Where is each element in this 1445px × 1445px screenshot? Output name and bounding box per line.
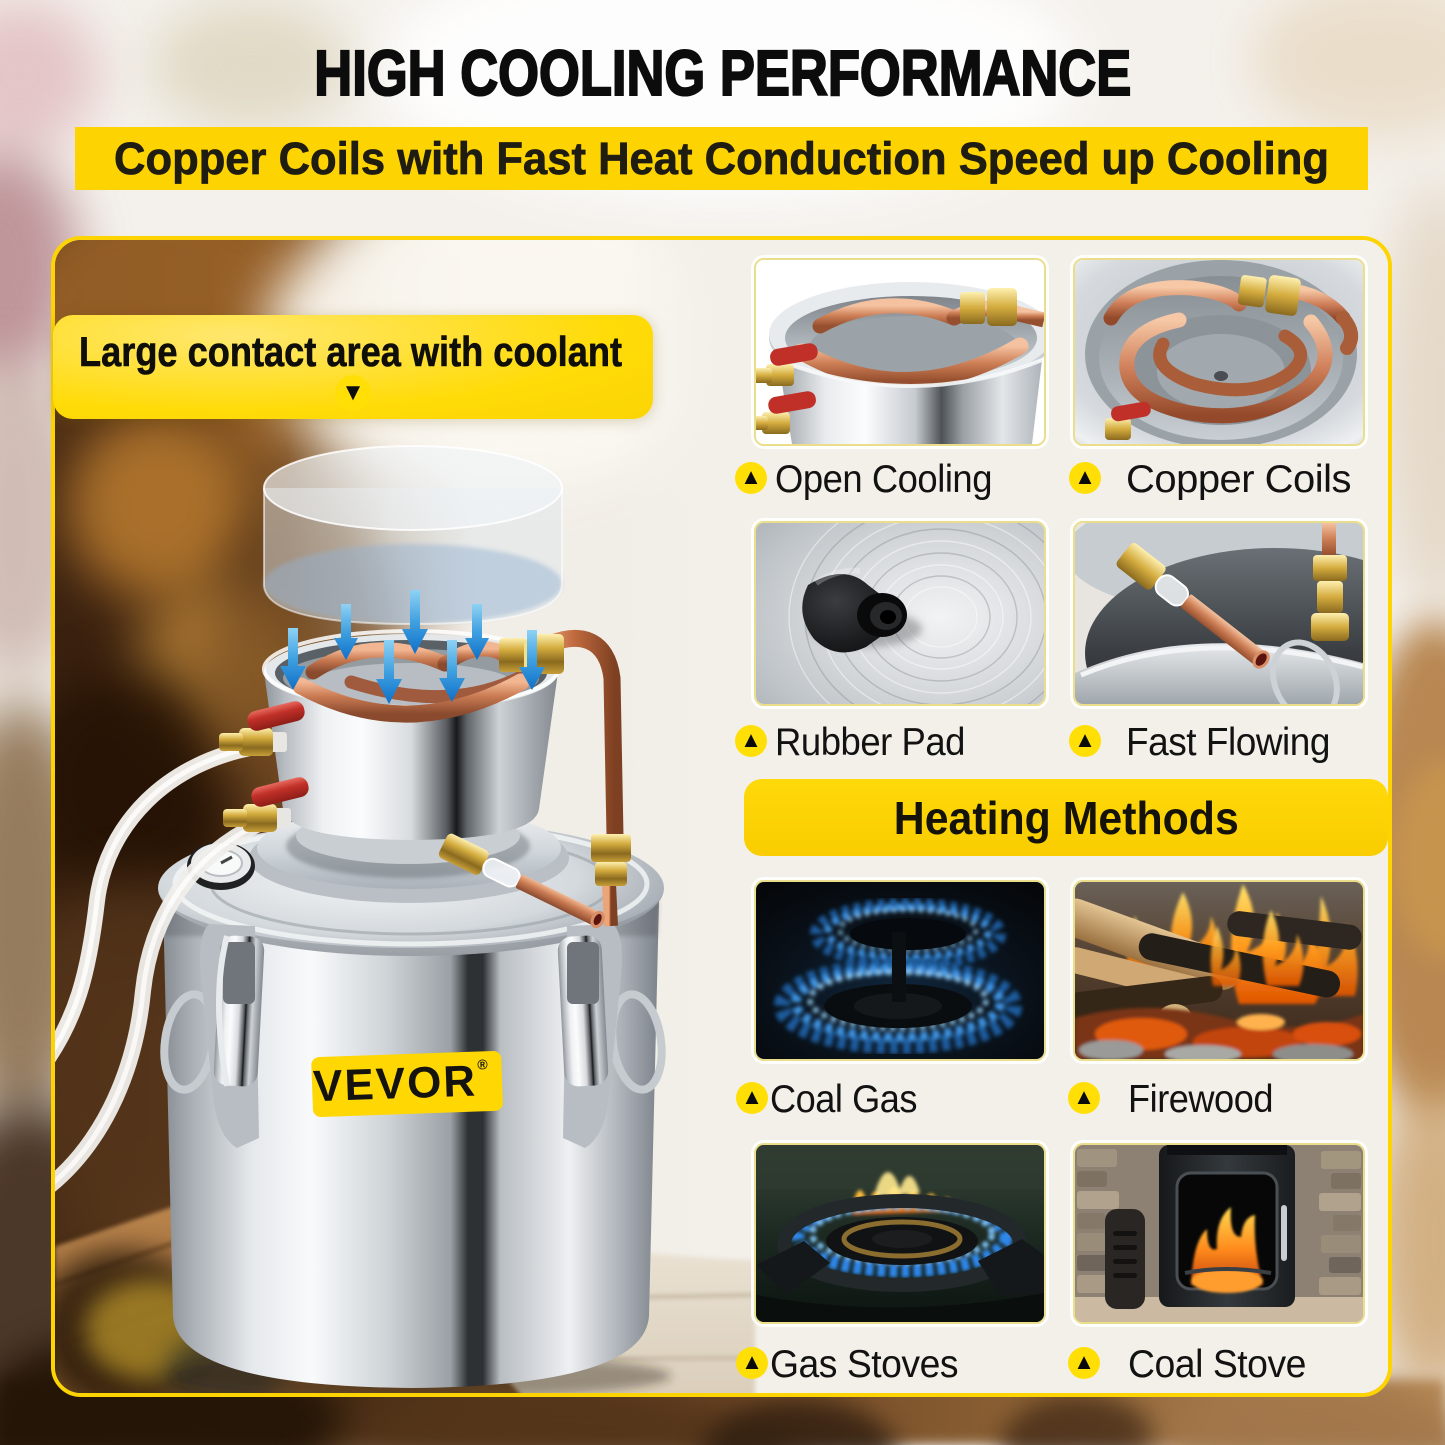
heating-photo-coal-stove (1073, 1143, 1365, 1324)
triangle-up-icon: ▲ (735, 462, 767, 494)
heating-photo-gas-stoves (754, 1143, 1046, 1324)
feature-label-text: Copper Coils (1126, 457, 1352, 501)
log-holder (1105, 1209, 1145, 1309)
coal-stove-photo (1075, 1145, 1363, 1322)
heating-label-coal-gas: ▲ Coal Gas (736, 1075, 929, 1121)
triangle-up-icon: ▲ (1068, 1082, 1100, 1114)
tile-red-valve (756, 343, 818, 434)
triangle-up-icon: ▲ (1069, 725, 1101, 757)
callout-arrow-badge: ▼ (335, 375, 371, 411)
gas-stoves-photo (756, 1145, 1044, 1322)
heating-label-text: Coal Gas (770, 1077, 918, 1121)
firewood-photo (1075, 882, 1363, 1059)
page-title: HIGH COOLING PERFORMANCE (313, 36, 1132, 110)
rubber-pad-photo (756, 523, 1044, 704)
panel-background: VEVOR ® (55, 240, 1388, 1393)
copper-coils-photo (1075, 260, 1363, 444)
fast-flowing-photo (1075, 523, 1363, 704)
brand-badge: VEVOR ® (311, 1050, 503, 1117)
coal-gas-photo (756, 882, 1044, 1059)
triangle-up-icon: ▲ (736, 1082, 768, 1114)
right-clamp (557, 924, 666, 1148)
feature-label-fast-flowing: ▲ Fast Flowing (1069, 718, 1341, 764)
feature-label-text: Fast Flowing (1126, 720, 1331, 764)
feature-label-rubber-pad: ▲ Rubber Pad (735, 718, 978, 764)
heating-methods-banner: Heating Methods (744, 779, 1388, 856)
heating-label-coal-stove: ▲ Coal Stove (1068, 1340, 1314, 1386)
triangle-up-icon: ▲ (735, 725, 767, 757)
tile2-red-valve (1105, 401, 1151, 440)
red-valve-lower (223, 777, 309, 832)
heating-photo-firewood (1073, 880, 1365, 1061)
coolant-hoses (55, 738, 273, 1192)
distiller-product-photo: VEVOR ® (55, 445, 671, 1393)
heating-label-text: Gas Stoves (770, 1342, 959, 1386)
heating-photo-coal-gas (754, 880, 1046, 1061)
triangle-up-icon: ▲ (736, 1347, 768, 1379)
tile4-brass-valve (1311, 523, 1349, 641)
heating-label-text: Firewood (1128, 1077, 1274, 1121)
heating-methods-title: Heating Methods (893, 791, 1239, 844)
feature-photo-open-cooling (754, 258, 1046, 446)
red-valve-upper (219, 701, 305, 756)
feature-label-copper-coils: ▲ Copper Coils (1069, 455, 1352, 501)
heating-label-firewood: ▲ Firewood (1068, 1075, 1284, 1121)
feature-photo-fast-flowing (1073, 521, 1365, 706)
callout-large-contact-area: Large contact area with coolant ▼ (53, 315, 653, 419)
open-cooling-photo (756, 260, 1044, 444)
heating-label-text: Coal Stove (1128, 1342, 1306, 1386)
feature-photo-rubber-pad (754, 521, 1046, 706)
triangle-down-icon: ▼ (341, 379, 365, 406)
feature-label-text: Rubber Pad (775, 720, 965, 764)
brass-fitting-right (591, 834, 631, 886)
subtitle-banner: Copper Coils with Fast Heat Conduction S… (75, 127, 1368, 190)
heating-label-gas-stoves: ▲ Gas Stoves (736, 1340, 967, 1386)
output-spout (438, 833, 605, 929)
feature-photo-copper-coils (1073, 258, 1365, 446)
callout-text: Large contact area with coolant (79, 328, 623, 376)
cooling-arrows (280, 590, 545, 704)
svg-text:®: ® (477, 1056, 489, 1072)
content-panel: VEVOR ® (51, 236, 1392, 1397)
feature-label-text: Open Cooling (775, 457, 992, 501)
subtitle-text: Copper Coils with Fast Heat Conduction S… (114, 132, 1330, 184)
left-clamp (160, 924, 265, 1148)
header: HIGH COOLING PERFORMANCE (0, 36, 1445, 110)
triangle-up-icon: ▲ (1069, 462, 1101, 494)
svg-text:VEVOR: VEVOR (312, 1057, 478, 1112)
feature-label-open-cooling: ▲ Open Cooling (735, 455, 1008, 501)
triangle-up-icon: ▲ (1068, 1347, 1100, 1379)
